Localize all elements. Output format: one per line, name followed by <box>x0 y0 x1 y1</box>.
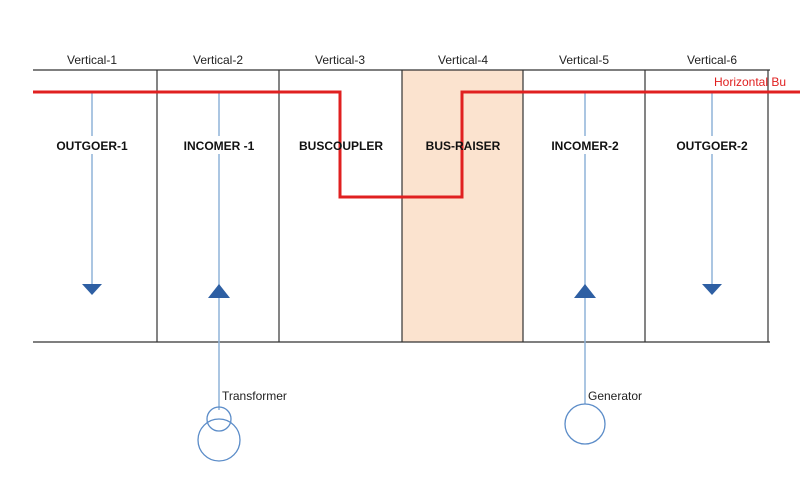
buscoupler-label: BUSCOUPLER <box>299 139 383 153</box>
vertical-6-header: Vertical-6 <box>687 53 737 67</box>
transformer-primary-coil-icon <box>206 406 232 432</box>
incomer-1-up-arrow-icon <box>208 284 230 298</box>
incomer-2-up-arrow-icon <box>574 284 596 298</box>
bus-raiser-label: BUS-RAISER <box>426 139 501 153</box>
outgoer-1-label: OUTGOER-1 <box>56 139 128 153</box>
vertical-5-header: Vertical-5 <box>559 53 609 67</box>
horizontal-bus-label: Horizontal Bu <box>714 75 786 89</box>
horizontal-bus-line <box>33 90 800 199</box>
transformer-secondary-coil-icon <box>197 418 241 462</box>
outgoer-2-label: OUTGOER-2 <box>676 139 748 153</box>
incomer-2-label: INCOMER-2 <box>551 139 619 153</box>
vertical-4-header: Vertical-4 <box>438 53 488 67</box>
incomer-1-label: INCOMER -1 <box>184 139 255 153</box>
outgoer-1-down-arrow-icon <box>82 284 102 295</box>
outgoer-2-label-bg <box>671 136 753 154</box>
outgoer-2-down-arrow-icon <box>702 284 722 295</box>
transformer-label: Transformer <box>222 389 287 403</box>
incomer-1-label-bg <box>180 136 258 154</box>
vertical-1-header: Vertical-1 <box>67 53 117 67</box>
generator-label: Generator <box>588 389 642 403</box>
vertical-2-header: Vertical-2 <box>193 53 243 67</box>
generator-icon <box>564 403 606 445</box>
vertical-3-header: Vertical-3 <box>315 53 365 67</box>
outgoer-1-label-bg <box>52 136 132 154</box>
incomer-2-label-bg <box>547 136 623 154</box>
